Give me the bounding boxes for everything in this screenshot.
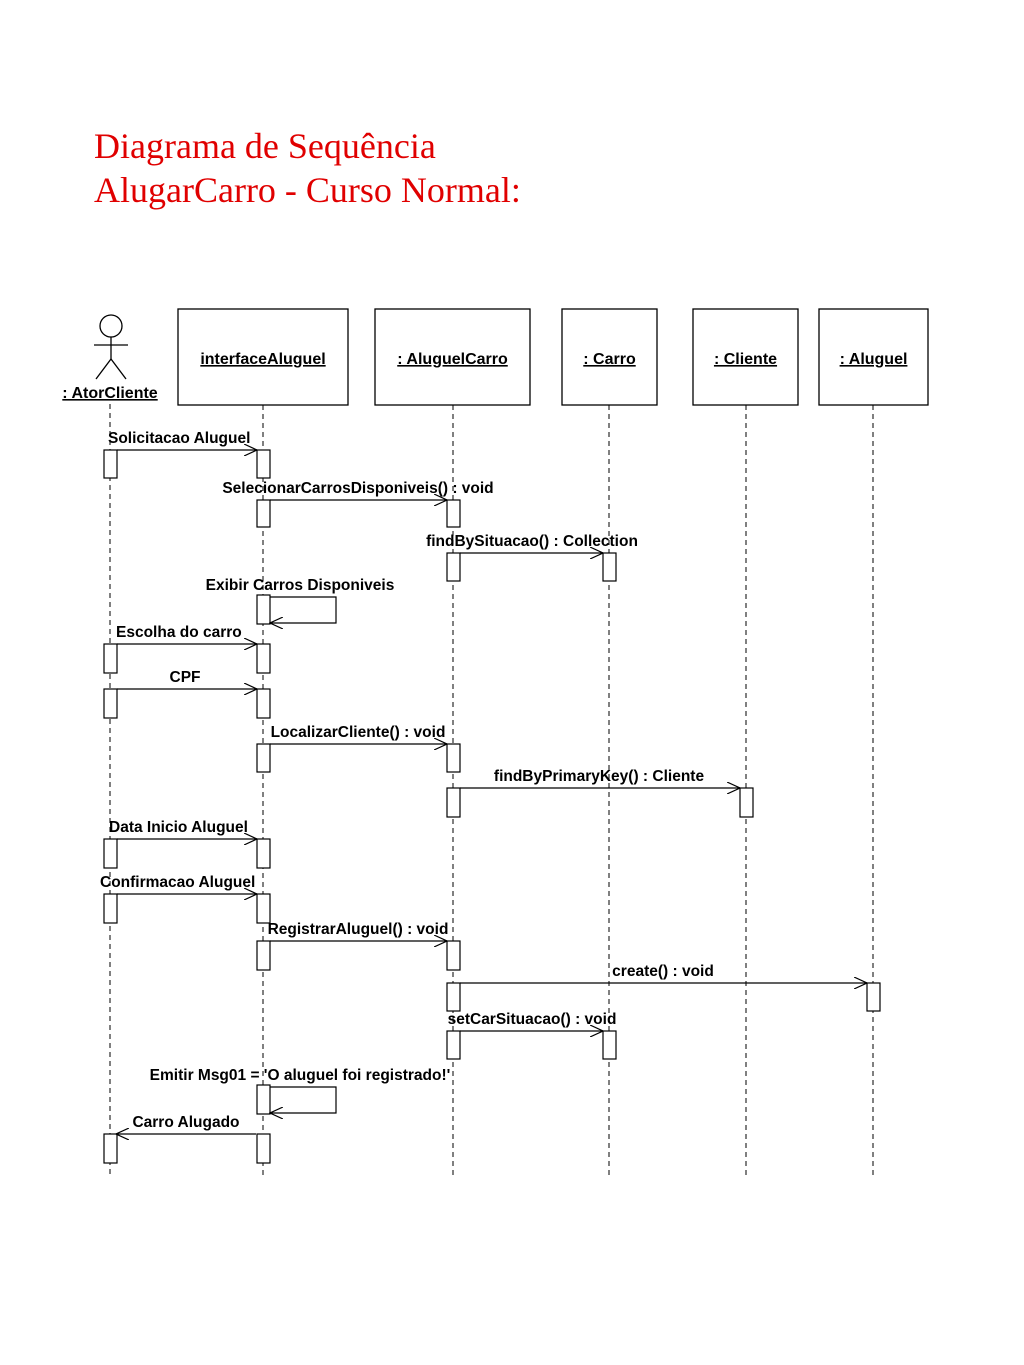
object-box bbox=[374, 308, 531, 406]
message-12: create() : void bbox=[460, 963, 867, 983]
object-label: : AluguelCarro bbox=[397, 351, 508, 368]
activation-bar bbox=[446, 499, 461, 528]
activation-bar bbox=[446, 787, 461, 818]
message-label: findBySituacao() : Collection bbox=[426, 533, 638, 550]
message-label: RegistrarAluguel() : void bbox=[268, 921, 449, 938]
diagram-title: Diagrama de Sequência AlugarCarro - Curs… bbox=[94, 124, 521, 212]
message-9: Data Inicio Aluguel bbox=[109, 819, 257, 839]
message-11: RegistrarAluguel() : void bbox=[268, 921, 449, 941]
activation-bar bbox=[866, 982, 881, 1012]
message-8: findByPrimaryKey() : Cliente bbox=[460, 768, 740, 788]
message-label: SelecionarCarrosDisponiveis() : void bbox=[222, 480, 493, 497]
object-label: : Aluguel bbox=[840, 351, 908, 368]
message-label: Exibir Carros Disponiveis bbox=[206, 577, 395, 594]
message-5: Escolha do carro bbox=[116, 624, 257, 644]
activation-bar bbox=[446, 940, 461, 971]
object-AluguelCarro: : AluguelCarro bbox=[374, 308, 531, 406]
message-label: Solicitacao Aluguel bbox=[108, 430, 250, 447]
activation-bar bbox=[739, 787, 754, 818]
object-box bbox=[177, 308, 349, 406]
activation-bar bbox=[602, 552, 617, 582]
actor-right-leg bbox=[110, 358, 127, 380]
object-Cliente: : Cliente bbox=[692, 308, 799, 406]
object-label: : Carro bbox=[583, 351, 636, 368]
activation-bar bbox=[256, 499, 271, 528]
message-4: Exibir Carros Disponiveis bbox=[206, 577, 395, 623]
actor-head bbox=[99, 314, 123, 338]
message-arrow bbox=[270, 596, 337, 623]
activation-bar bbox=[446, 743, 461, 773]
message-label: Emitir Msg01 = 'O aluguel foi registrado… bbox=[150, 1067, 451, 1084]
activation-bar bbox=[602, 1030, 617, 1060]
message-label: create() : void bbox=[612, 963, 714, 980]
message-label: LocalizarCliente() : void bbox=[271, 724, 446, 741]
object-box bbox=[692, 308, 799, 406]
message-label: Confirmacao Aluguel bbox=[100, 874, 255, 891]
activation-bar bbox=[103, 893, 118, 924]
message-arrow bbox=[270, 1086, 337, 1113]
activation-bar bbox=[103, 1133, 118, 1164]
object-box bbox=[561, 308, 658, 406]
activation-bar bbox=[103, 688, 118, 719]
activation-bar bbox=[256, 594, 271, 625]
activation-bar bbox=[256, 893, 271, 924]
message-label: CPF bbox=[170, 669, 201, 686]
object-label: interfaceAluguel bbox=[200, 351, 325, 368]
object-box bbox=[818, 308, 929, 406]
object-label: : Cliente bbox=[714, 351, 777, 368]
message-2: SelecionarCarrosDisponiveis() : void bbox=[222, 480, 494, 500]
message-15: Carro Alugado bbox=[116, 1114, 256, 1134]
message-3: findBySituacao() : Collection bbox=[426, 533, 638, 553]
title-line-2: AlugarCarro - Curso Normal: bbox=[94, 170, 521, 210]
activation-bar bbox=[103, 643, 118, 674]
message-label: Data Inicio Aluguel bbox=[109, 819, 248, 836]
activation-bar bbox=[446, 982, 461, 1012]
object-Carro: : Carro bbox=[561, 308, 658, 406]
object-Aluguel: : Aluguel bbox=[818, 308, 929, 406]
activation-bar bbox=[256, 1133, 271, 1164]
activation-bar bbox=[103, 449, 118, 479]
title-line-1: Diagrama de Sequência bbox=[94, 126, 436, 166]
message-1: Solicitacao Aluguel bbox=[108, 430, 257, 450]
actor-figure: : AtorCliente bbox=[62, 314, 158, 402]
message-6: CPF bbox=[117, 669, 257, 689]
message-label: Escolha do carro bbox=[116, 624, 242, 641]
activation-bar bbox=[103, 838, 118, 869]
message-13: setCarSituacao() : void bbox=[448, 1011, 617, 1031]
activation-bar bbox=[446, 1030, 461, 1060]
message-label: Carro Alugado bbox=[132, 1114, 239, 1131]
activation-bar bbox=[256, 643, 271, 674]
message-7: LocalizarCliente() : void bbox=[270, 724, 447, 744]
actor-left-leg bbox=[95, 358, 112, 380]
activation-bar bbox=[256, 940, 271, 971]
object-interfaceAluguel: interfaceAluguel bbox=[177, 308, 349, 406]
message-10: Confirmacao Aluguel bbox=[100, 874, 257, 894]
message-label: findByPrimaryKey() : Cliente bbox=[494, 768, 705, 785]
activation-bar bbox=[256, 1084, 271, 1115]
message-label: setCarSituacao() : void bbox=[448, 1011, 617, 1028]
message-14: Emitir Msg01 = 'O aluguel foi registrado… bbox=[150, 1067, 451, 1113]
activation-bar bbox=[256, 838, 271, 869]
activation-bar bbox=[256, 688, 271, 719]
activation-bar bbox=[256, 743, 271, 773]
activation-bar bbox=[256, 449, 271, 479]
activation-bar bbox=[446, 552, 461, 582]
actor-label: : AtorCliente bbox=[62, 385, 158, 402]
